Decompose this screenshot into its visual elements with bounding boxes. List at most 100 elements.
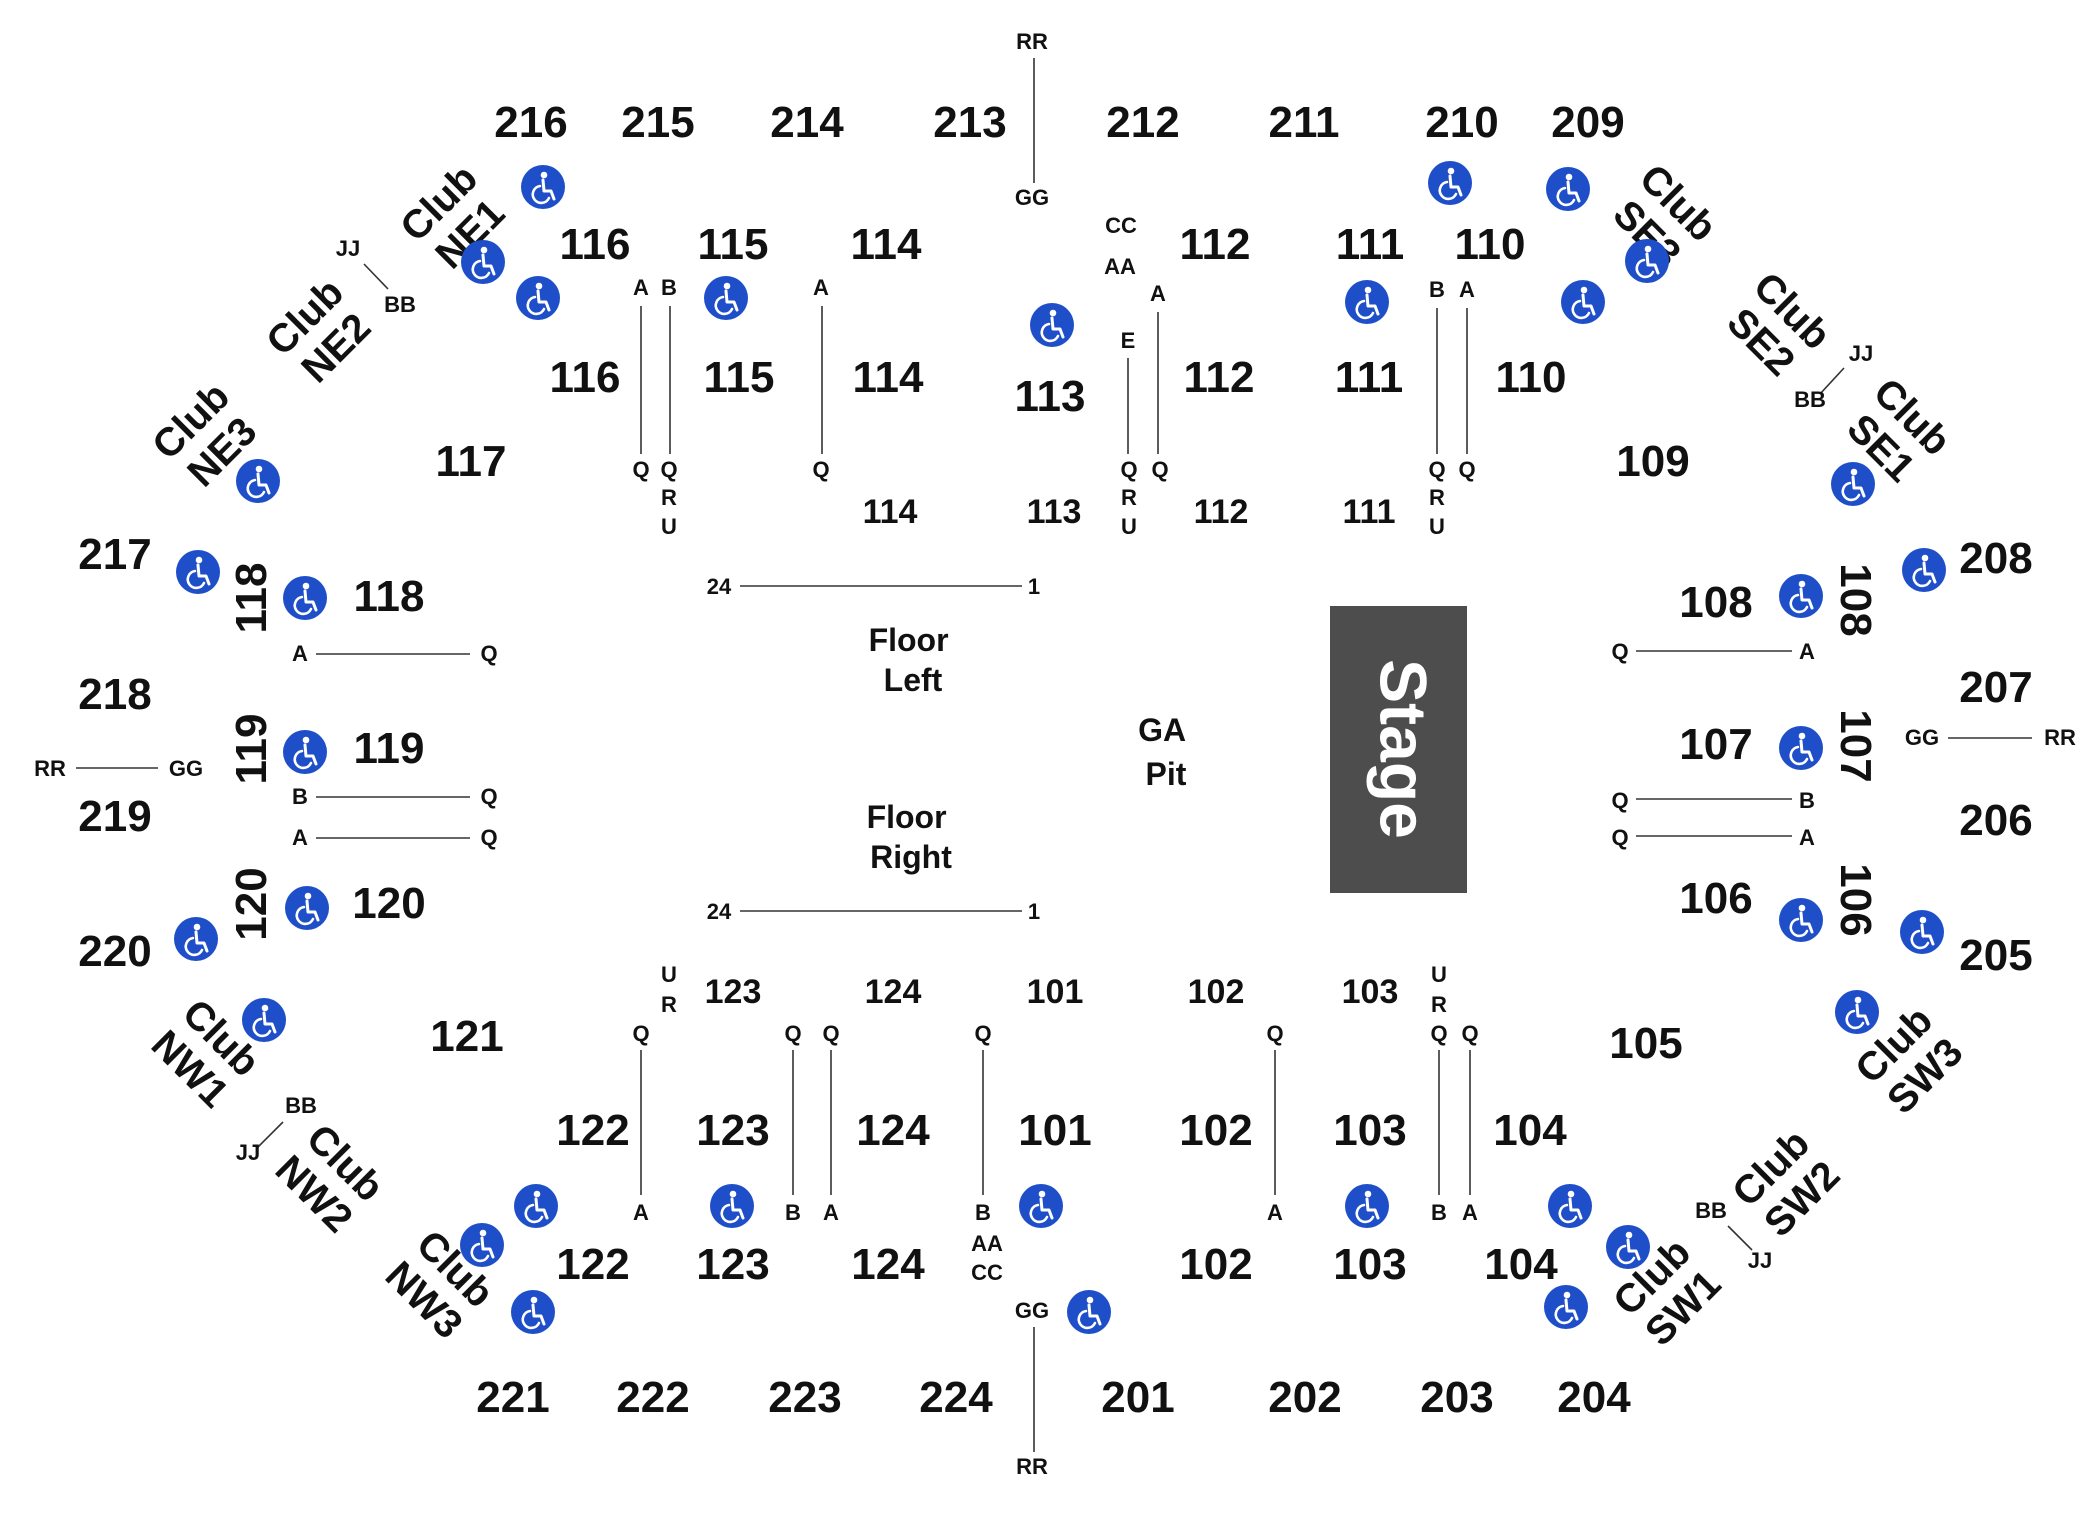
section-213[interactable]: 213 — [933, 98, 1006, 147]
section-102-back-label[interactable]: 102 — [1179, 1240, 1252, 1289]
section-119-side-label[interactable]: 119 — [227, 714, 276, 785]
section-118-side-label[interactable]: 118 — [227, 563, 276, 634]
section-207[interactable]: 207 — [1959, 663, 2032, 712]
section-124-floor-label[interactable]: 124 — [865, 973, 922, 1011]
section-119[interactable]: 119 — [354, 724, 425, 773]
section-124-back-label[interactable]: 124 — [851, 1240, 925, 1289]
section-113[interactable]: 113 — [1015, 372, 1086, 421]
svg-text:A: A — [823, 1200, 839, 1225]
svg-text:Q: Q — [1266, 1021, 1283, 1046]
svg-text:R: R — [1431, 992, 1447, 1017]
section-122[interactable]: 122 — [556, 1106, 629, 1155]
section-104[interactable]: 104 — [1493, 1106, 1567, 1155]
section-215[interactable]: 215 — [621, 98, 694, 147]
section-101-floor-label[interactable]: 101 — [1027, 973, 1084, 1011]
section-117[interactable]: 117 — [436, 437, 507, 486]
svg-text:A: A — [1799, 825, 1815, 850]
svg-text:B: B — [292, 784, 308, 809]
svg-text:Q: Q — [1430, 1021, 1447, 1046]
section-217[interactable]: 217 — [78, 530, 151, 579]
svg-text:Q: Q — [660, 457, 677, 482]
section-114-floor-label[interactable]: 114 — [863, 493, 918, 531]
section-122-back-label[interactable]: 122 — [556, 1240, 629, 1289]
section-221[interactable]: 221 — [476, 1373, 549, 1422]
svg-text:Q: Q — [1120, 457, 1137, 482]
section-224[interactable]: 224 — [919, 1373, 993, 1422]
ga-pit-label[interactable]: GA Pit — [1138, 712, 1194, 792]
section-114[interactable]: 114 — [853, 353, 925, 402]
section-210[interactable]: 210 — [1425, 98, 1498, 147]
section-115-upper-label[interactable]: 115 — [698, 220, 769, 269]
section-102[interactable]: 102 — [1179, 1106, 1252, 1155]
floor-right-label[interactable]: Floor Right — [867, 799, 956, 875]
section-108-side-label[interactable]: 108 — [1831, 563, 1880, 636]
section-223[interactable]: 223 — [768, 1373, 841, 1422]
section-103-back-label[interactable]: 103 — [1333, 1240, 1406, 1289]
club-se2[interactable]: Club SE2 — [1714, 264, 1839, 389]
club-sw2[interactable]: Club SW2 — [1724, 1121, 1849, 1246]
section-120[interactable]: 120 — [352, 879, 425, 928]
section-205[interactable]: 205 — [1959, 931, 2032, 980]
section-116-upper-label[interactable]: 116 — [560, 220, 631, 269]
floor-left-label[interactable]: Floor Left — [869, 622, 958, 698]
section-103[interactable]: 103 — [1333, 1106, 1406, 1155]
section-211[interactable]: 211 — [1269, 98, 1340, 147]
section-102-floor-label[interactable]: 102 — [1188, 973, 1245, 1011]
section-105[interactable]: 105 — [1609, 1019, 1682, 1068]
section-208[interactable]: 208 — [1959, 534, 2032, 583]
section-111-floor-label[interactable]: 111 — [1343, 493, 1396, 531]
section-110[interactable]: 110 — [1496, 353, 1567, 402]
section-111-upper-label[interactable]: 111 — [1336, 220, 1405, 269]
section-214[interactable]: 214 — [770, 98, 844, 147]
svg-text:Q: Q — [632, 457, 649, 482]
section-106-side-label[interactable]: 106 — [1831, 863, 1880, 936]
section-110-upper-label[interactable]: 110 — [1455, 220, 1526, 269]
stage-label: Stage — [1367, 659, 1441, 839]
section-206[interactable]: 206 — [1959, 796, 2032, 845]
svg-text:BB: BB — [384, 292, 416, 317]
section-118[interactable]: 118 — [354, 572, 425, 621]
section-109[interactable]: 109 — [1616, 437, 1689, 486]
section-104-back-label[interactable]: 104 — [1484, 1240, 1558, 1289]
section-219[interactable]: 219 — [78, 792, 151, 841]
svg-text:U: U — [661, 962, 677, 987]
section-113-floor-label[interactable]: 113 — [1027, 493, 1082, 531]
svg-text:AA: AA — [1104, 254, 1136, 279]
section-106[interactable]: 106 — [1679, 874, 1752, 923]
section-116[interactable]: 116 — [550, 353, 621, 402]
section-216[interactable]: 216 — [494, 98, 567, 147]
section-120-side-label[interactable]: 120 — [227, 867, 276, 940]
section-203[interactable]: 203 — [1420, 1373, 1493, 1422]
section-112[interactable]: 112 — [1184, 353, 1255, 402]
section-107-side-label[interactable]: 107 — [1831, 709, 1880, 782]
section-123-floor-label[interactable]: 123 — [705, 973, 762, 1011]
section-202[interactable]: 202 — [1268, 1373, 1341, 1422]
section-218[interactable]: 218 — [78, 670, 151, 719]
section-112-floor-label[interactable]: 112 — [1194, 493, 1249, 531]
section-111[interactable]: 111 — [1335, 353, 1404, 402]
section-107[interactable]: 107 — [1679, 720, 1752, 769]
club-ne2[interactable]: Club NE2 — [258, 270, 383, 395]
section-112-upper-label[interactable]: 112 — [1180, 220, 1251, 269]
section-115[interactable]: 115 — [704, 353, 775, 402]
section-124[interactable]: 124 — [856, 1106, 930, 1155]
row-markers: RR GG GG RR RR GG GG RR JJ BB JJ BB BB J… — [34, 29, 2076, 1479]
club-nw2[interactable]: Club NW2 — [267, 1116, 392, 1241]
section-123-back-label[interactable]: 123 — [696, 1240, 769, 1289]
section-114-upper-label[interactable]: 114 — [851, 220, 923, 269]
section-108[interactable]: 108 — [1679, 578, 1752, 627]
section-220[interactable]: 220 — [78, 927, 151, 976]
section-209[interactable]: 209 — [1551, 98, 1624, 147]
section-123[interactable]: 123 — [696, 1106, 769, 1155]
section-212[interactable]: 212 — [1106, 98, 1179, 147]
stage[interactable] — [1330, 606, 1467, 893]
section-101[interactable]: 101 — [1018, 1106, 1091, 1155]
section-103-floor-label[interactable]: 103 — [1342, 973, 1399, 1011]
section-201[interactable]: 201 — [1101, 1373, 1174, 1422]
section-222[interactable]: 222 — [616, 1373, 689, 1422]
svg-text:B: B — [661, 275, 677, 300]
section-204[interactable]: 204 — [1557, 1373, 1631, 1422]
svg-text:Q: Q — [632, 1021, 649, 1046]
section-121[interactable]: 121 — [430, 1012, 503, 1061]
